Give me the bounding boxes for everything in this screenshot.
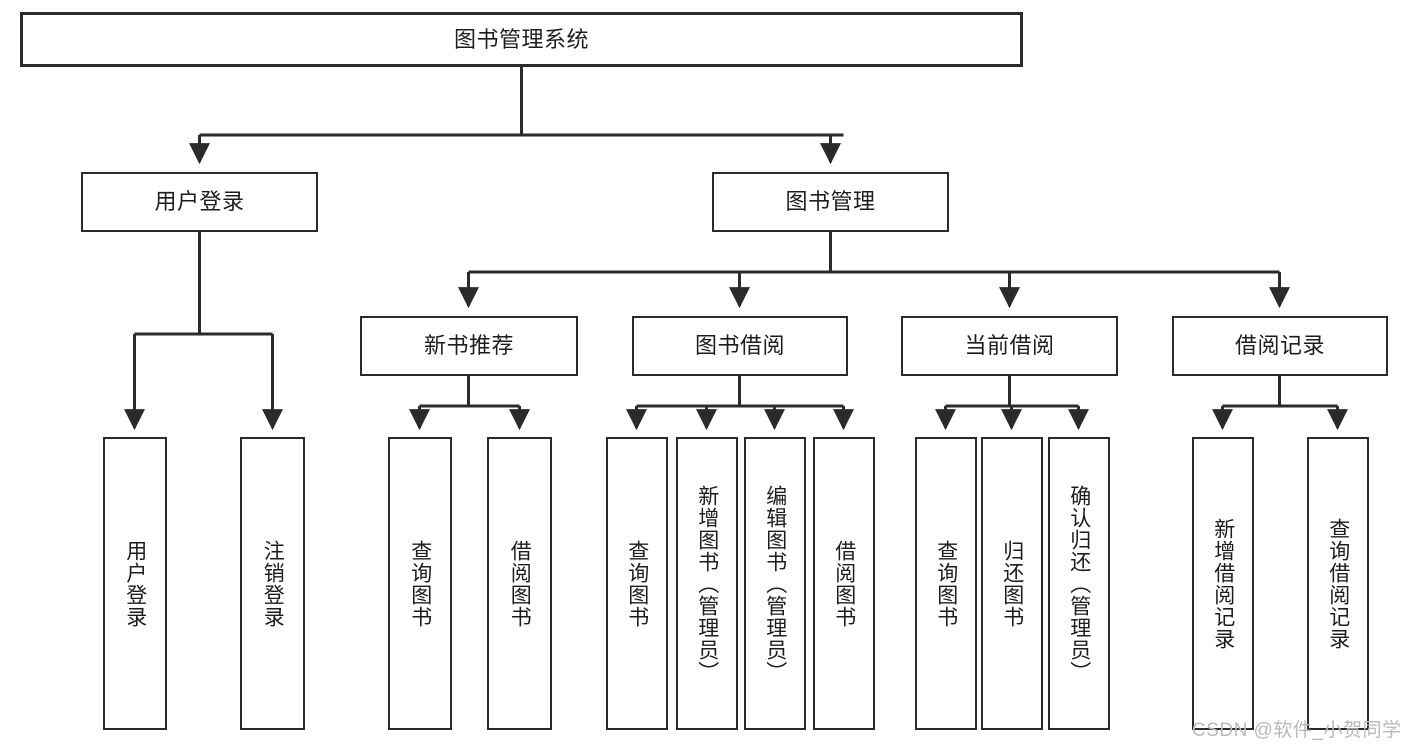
leaf-query-book-borrow-label: 查询图书 (625, 539, 649, 628)
node-book-management-label: 图书管理 (785, 189, 876, 215)
leaf-add-borrow-record-label: 新增借阅记录 (1211, 517, 1235, 650)
leaf-user-login-label: 用户登录 (123, 539, 147, 628)
node-book-borrow-label: 图书借阅 (694, 333, 785, 359)
node-current-borrow[interactable]: 当前借阅 (901, 316, 1118, 376)
leaf-borrow-book[interactable]: 借阅图书 (813, 437, 875, 730)
leaf-add-borrow-record[interactable]: 新增借阅记录 (1192, 437, 1254, 730)
node-book-management[interactable]: 图书管理 (712, 172, 949, 232)
watermark: CSDN @软件_小贺同学 (1192, 720, 1402, 741)
leaf-edit-book-admin[interactable]: 编辑图书（管理员） (744, 437, 806, 730)
leaf-add-book-admin[interactable]: 新增图书（管理员） (676, 437, 738, 730)
leaf-query-book-recommend[interactable]: 查询图书 (388, 437, 452, 730)
node-root-label: 图书管理系统 (453, 26, 589, 52)
leaf-confirm-return-admin[interactable]: 确认归还（管理员） (1048, 437, 1110, 730)
leaf-return-book[interactable]: 归还图书 (981, 437, 1043, 730)
leaf-query-book-current[interactable]: 查询图书 (915, 437, 977, 730)
node-borrow-record[interactable]: 借阅记录 (1172, 316, 1388, 376)
leaf-query-borrow-record[interactable]: 查询借阅记录 (1307, 437, 1369, 730)
leaf-query-book-borrow[interactable]: 查询图书 (606, 437, 668, 730)
leaf-query-book-current-label: 查询图书 (934, 539, 958, 628)
leaf-edit-book-admin-label: 编辑图书（管理员） (763, 484, 787, 683)
leaf-logout-label: 注销登录 (261, 539, 285, 628)
leaf-borrow-book-label: 借阅图书 (832, 539, 856, 628)
leaf-confirm-return-admin-label: 确认归还（管理员） (1067, 484, 1091, 683)
leaf-borrow-book-recommend[interactable]: 借阅图书 (487, 437, 552, 730)
leaf-query-borrow-record-label: 查询借阅记录 (1326, 517, 1350, 650)
node-user-login[interactable]: 用户登录 (81, 172, 318, 232)
leaf-logout[interactable]: 注销登录 (240, 437, 305, 730)
node-new-book-recommend[interactable]: 新书推荐 (360, 316, 578, 376)
leaf-user-login[interactable]: 用户登录 (103, 437, 167, 730)
node-new-book-recommend-label: 新书推荐 (423, 333, 514, 359)
leaf-return-book-label: 归还图书 (1000, 539, 1024, 628)
node-current-borrow-label: 当前借阅 (964, 333, 1055, 359)
leaf-borrow-book-recommend-label: 借阅图书 (508, 539, 532, 628)
node-user-login-label: 用户登录 (154, 189, 245, 215)
leaf-add-book-admin-label: 新增图书（管理员） (695, 484, 719, 683)
node-book-borrow[interactable]: 图书借阅 (632, 316, 848, 376)
leaf-query-book-recommend-label: 查询图书 (408, 539, 432, 628)
node-borrow-record-label: 借阅记录 (1234, 333, 1325, 359)
node-root[interactable]: 图书管理系统 (20, 12, 1023, 67)
